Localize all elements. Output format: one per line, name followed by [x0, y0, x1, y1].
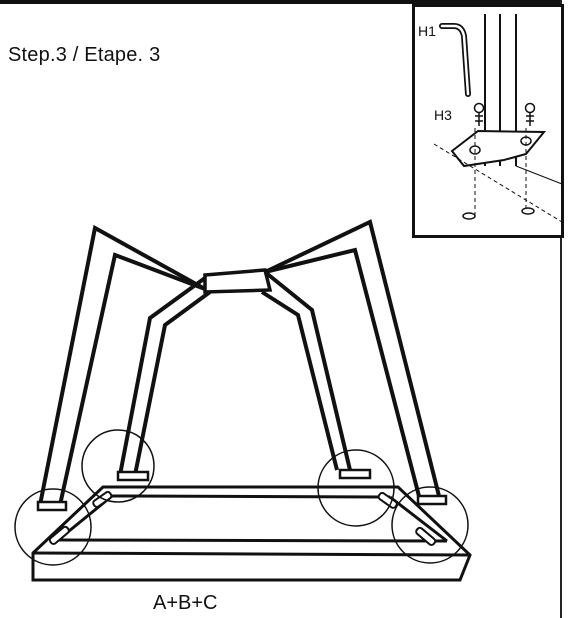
- left-outer-leg: [38, 224, 206, 506]
- right-outer-leg: [264, 219, 442, 501]
- top-crossbar: [203, 268, 273, 294]
- screw-h3-icon: [473, 102, 485, 126]
- inset-floor-line: [433, 143, 563, 223]
- step-title: Step.3 / Etape. 3: [8, 44, 161, 66]
- label-h3: H3: [434, 107, 452, 123]
- inset-detail: H1 H3: [412, 4, 564, 238]
- label-h1: H1: [418, 23, 436, 39]
- foot-plates: [36, 468, 448, 512]
- top-border: [0, 0, 568, 4]
- screw-icon: [524, 102, 536, 126]
- base-slots: [48, 490, 437, 546]
- right-inner-leg: [260, 270, 352, 471]
- floor-hole-left: [462, 212, 476, 220]
- assembly-label: A+B+C: [153, 592, 218, 614]
- right-border: [560, 0, 568, 618]
- inset-floor-edge: [515, 165, 563, 185]
- left-inner-leg: [118, 276, 212, 476]
- base-frame: [31, 485, 472, 582]
- inset-border: [412, 4, 564, 238]
- floor-hole-right: [521, 207, 535, 215]
- attachment-circles: [14, 429, 469, 566]
